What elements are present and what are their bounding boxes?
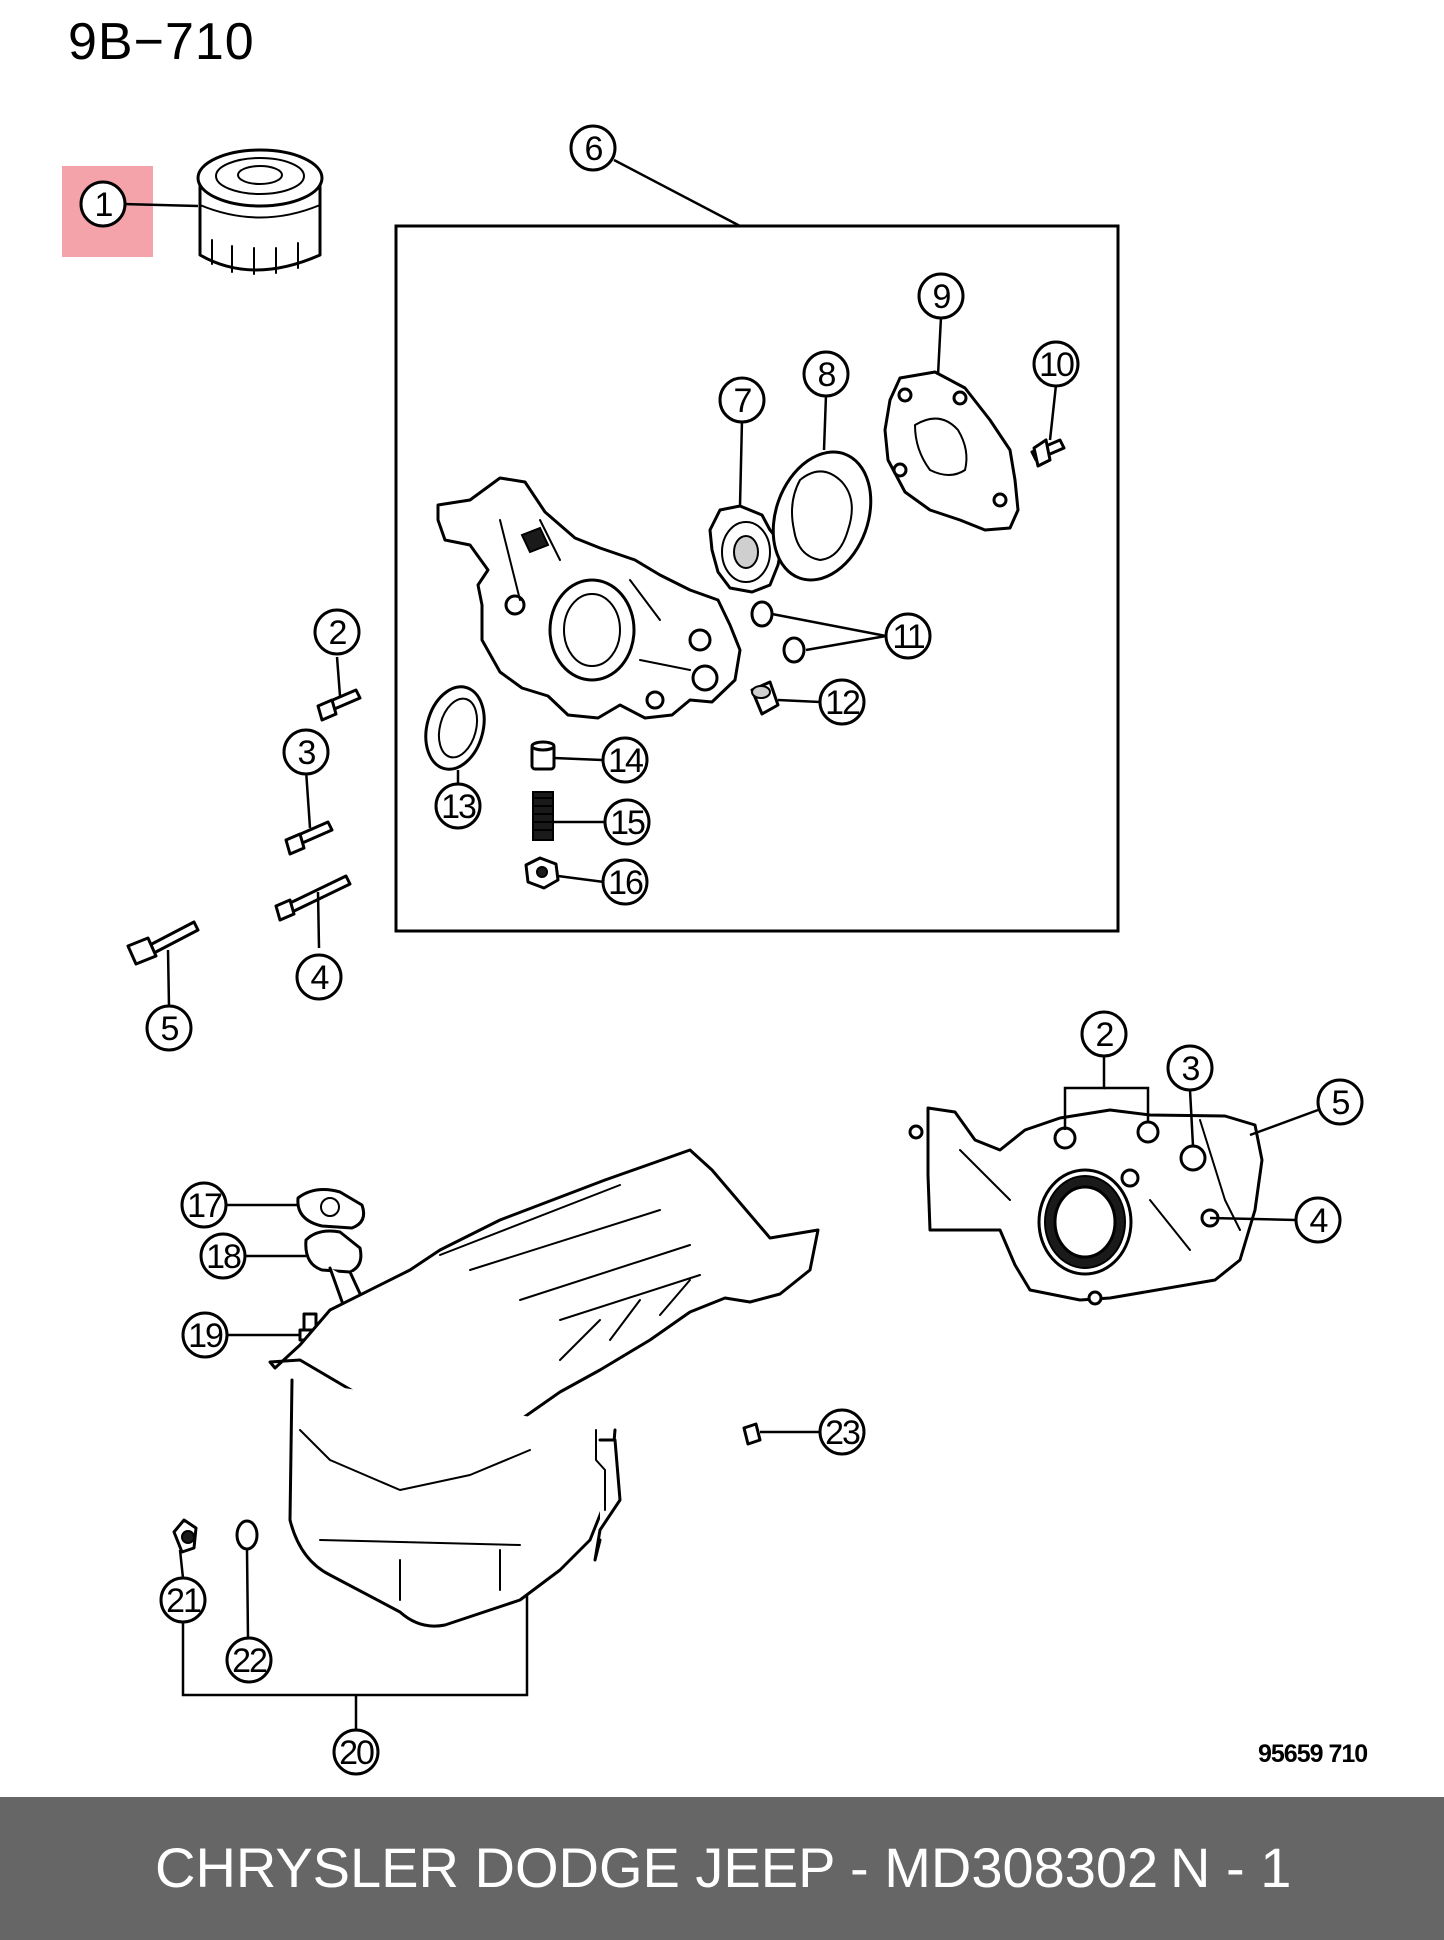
- callout-9[interactable]: 9: [917, 272, 965, 320]
- callout-13-label: 13: [441, 788, 476, 826]
- callout-14-label: 14: [608, 742, 643, 780]
- drain-gasket-part[interactable]: [235, 1519, 259, 1551]
- callout-13[interactable]: 13: [434, 782, 482, 830]
- callout-4-label: 4: [311, 959, 329, 997]
- callout-4[interactable]: 4: [295, 953, 343, 1001]
- callout-23[interactable]: 23: [818, 1408, 866, 1456]
- callout-6[interactable]: 6: [569, 124, 617, 172]
- bolt-2-part[interactable]: [316, 688, 362, 722]
- callout-10-label: 10: [1039, 346, 1074, 384]
- callout-5-label: 5: [161, 1010, 179, 1048]
- callout-9-label: 9: [933, 278, 951, 316]
- bolt-5-part[interactable]: [126, 920, 200, 966]
- callout-5[interactable]: 5: [145, 1004, 193, 1052]
- pan-bolt-part[interactable]: [742, 1422, 762, 1446]
- callout-5-front-view[interactable]: 5: [1316, 1078, 1364, 1126]
- callout-4-front-view[interactable]: 4: [1294, 1196, 1342, 1244]
- bolt-3-part[interactable]: [284, 820, 334, 856]
- callout-23-label: 23: [825, 1414, 860, 1452]
- footer-part-number: CHRYSLER DODGE JEEP - MD308302: [155, 1836, 1159, 1899]
- o-ring-part[interactable]: [750, 600, 806, 664]
- diagram-code: 9B−710: [68, 13, 255, 71]
- callout-22[interactable]: 22: [225, 1636, 273, 1684]
- callout-14[interactable]: 14: [601, 736, 649, 784]
- callout-15[interactable]: 15: [603, 798, 651, 846]
- pump-front-view: [908, 1106, 1264, 1306]
- callout-19[interactable]: 19: [181, 1311, 229, 1359]
- callout-7-label: 7: [734, 382, 752, 420]
- callout-18[interactable]: 18: [199, 1232, 247, 1280]
- exploded-parts-diagram: 1 2 3 4 5 6 7 8: [62, 124, 1364, 1776]
- callout-15-label: 15: [610, 804, 645, 842]
- callout-22-label: 22: [232, 1642, 267, 1680]
- oil-pump-group-frame: [394, 224, 1120, 933]
- strainer-gasket-part[interactable]: [296, 1188, 366, 1230]
- callout-6-label: 6: [585, 130, 603, 168]
- relief-plug-part[interactable]: [524, 856, 560, 890]
- callout-16-label: 16: [608, 864, 643, 902]
- bolt-4-part[interactable]: [274, 874, 352, 922]
- oil-pan-part[interactable]: [268, 1148, 820, 1628]
- footer-page-label: N - 1: [1170, 1836, 1292, 1899]
- footer-bar: CHRYSLER DODGE JEEP - MD308302 N - 1: [0, 1797, 1444, 1940]
- callout-8-label: 8: [818, 356, 836, 394]
- callout-3-front-view[interactable]: 3: [1166, 1044, 1214, 1092]
- callout-1-label: 1: [95, 186, 113, 224]
- callout-18-label: 18: [206, 1238, 241, 1276]
- callout-4-front-label: 4: [1310, 1202, 1328, 1240]
- callout-2-label: 2: [329, 614, 347, 652]
- callout-21[interactable]: 21: [159, 1576, 207, 1624]
- outer-rotor-part[interactable]: [756, 438, 888, 594]
- drain-plug-part[interactable]: [172, 1518, 198, 1554]
- callout-2-front-label: 2: [1096, 1016, 1114, 1054]
- leader-lines: [123, 158, 1319, 1733]
- callout-2-front-view[interactable]: 2: [1080, 1010, 1128, 1058]
- callout-3[interactable]: 3: [282, 728, 330, 776]
- pump-cover-part[interactable]: [883, 370, 1020, 532]
- callout-3-label: 3: [298, 734, 316, 772]
- oil-pump-housing-part[interactable]: [436, 476, 742, 720]
- plug-part[interactable]: [750, 680, 780, 716]
- callout-7[interactable]: 7: [718, 376, 766, 424]
- callout-20-label: 20: [339, 1734, 374, 1772]
- callout-8[interactable]: 8: [802, 350, 850, 398]
- callout-1[interactable]: 1: [79, 180, 127, 228]
- oil-filter-part[interactable]: [196, 148, 324, 275]
- relief-plunger-part[interactable]: [530, 740, 556, 771]
- drawing-number: 95659 710: [1258, 1740, 1368, 1768]
- callout-19-label: 19: [188, 1317, 223, 1355]
- inner-rotor-part[interactable]: [708, 504, 784, 594]
- callout-5-front-label: 5: [1332, 1084, 1350, 1122]
- callout-11[interactable]: 11: [884, 612, 932, 660]
- callout-16[interactable]: 16: [601, 858, 649, 906]
- cover-screw-part[interactable]: [1030, 438, 1066, 468]
- callout-20[interactable]: 20: [332, 1728, 380, 1776]
- oil-seal-part[interactable]: [417, 680, 493, 776]
- callout-11-label: 11: [892, 618, 924, 656]
- callout-12[interactable]: 12: [818, 678, 866, 726]
- callout-17-label: 17: [187, 1187, 222, 1225]
- callout-21-label: 21: [166, 1582, 201, 1620]
- callout-2[interactable]: 2: [313, 608, 361, 656]
- callout-17[interactable]: 17: [180, 1181, 228, 1229]
- callout-12-label: 12: [825, 684, 860, 722]
- relief-spring-part[interactable]: [532, 791, 554, 841]
- callout-10[interactable]: 10: [1032, 340, 1080, 388]
- callout-3-front-label: 3: [1182, 1050, 1200, 1088]
